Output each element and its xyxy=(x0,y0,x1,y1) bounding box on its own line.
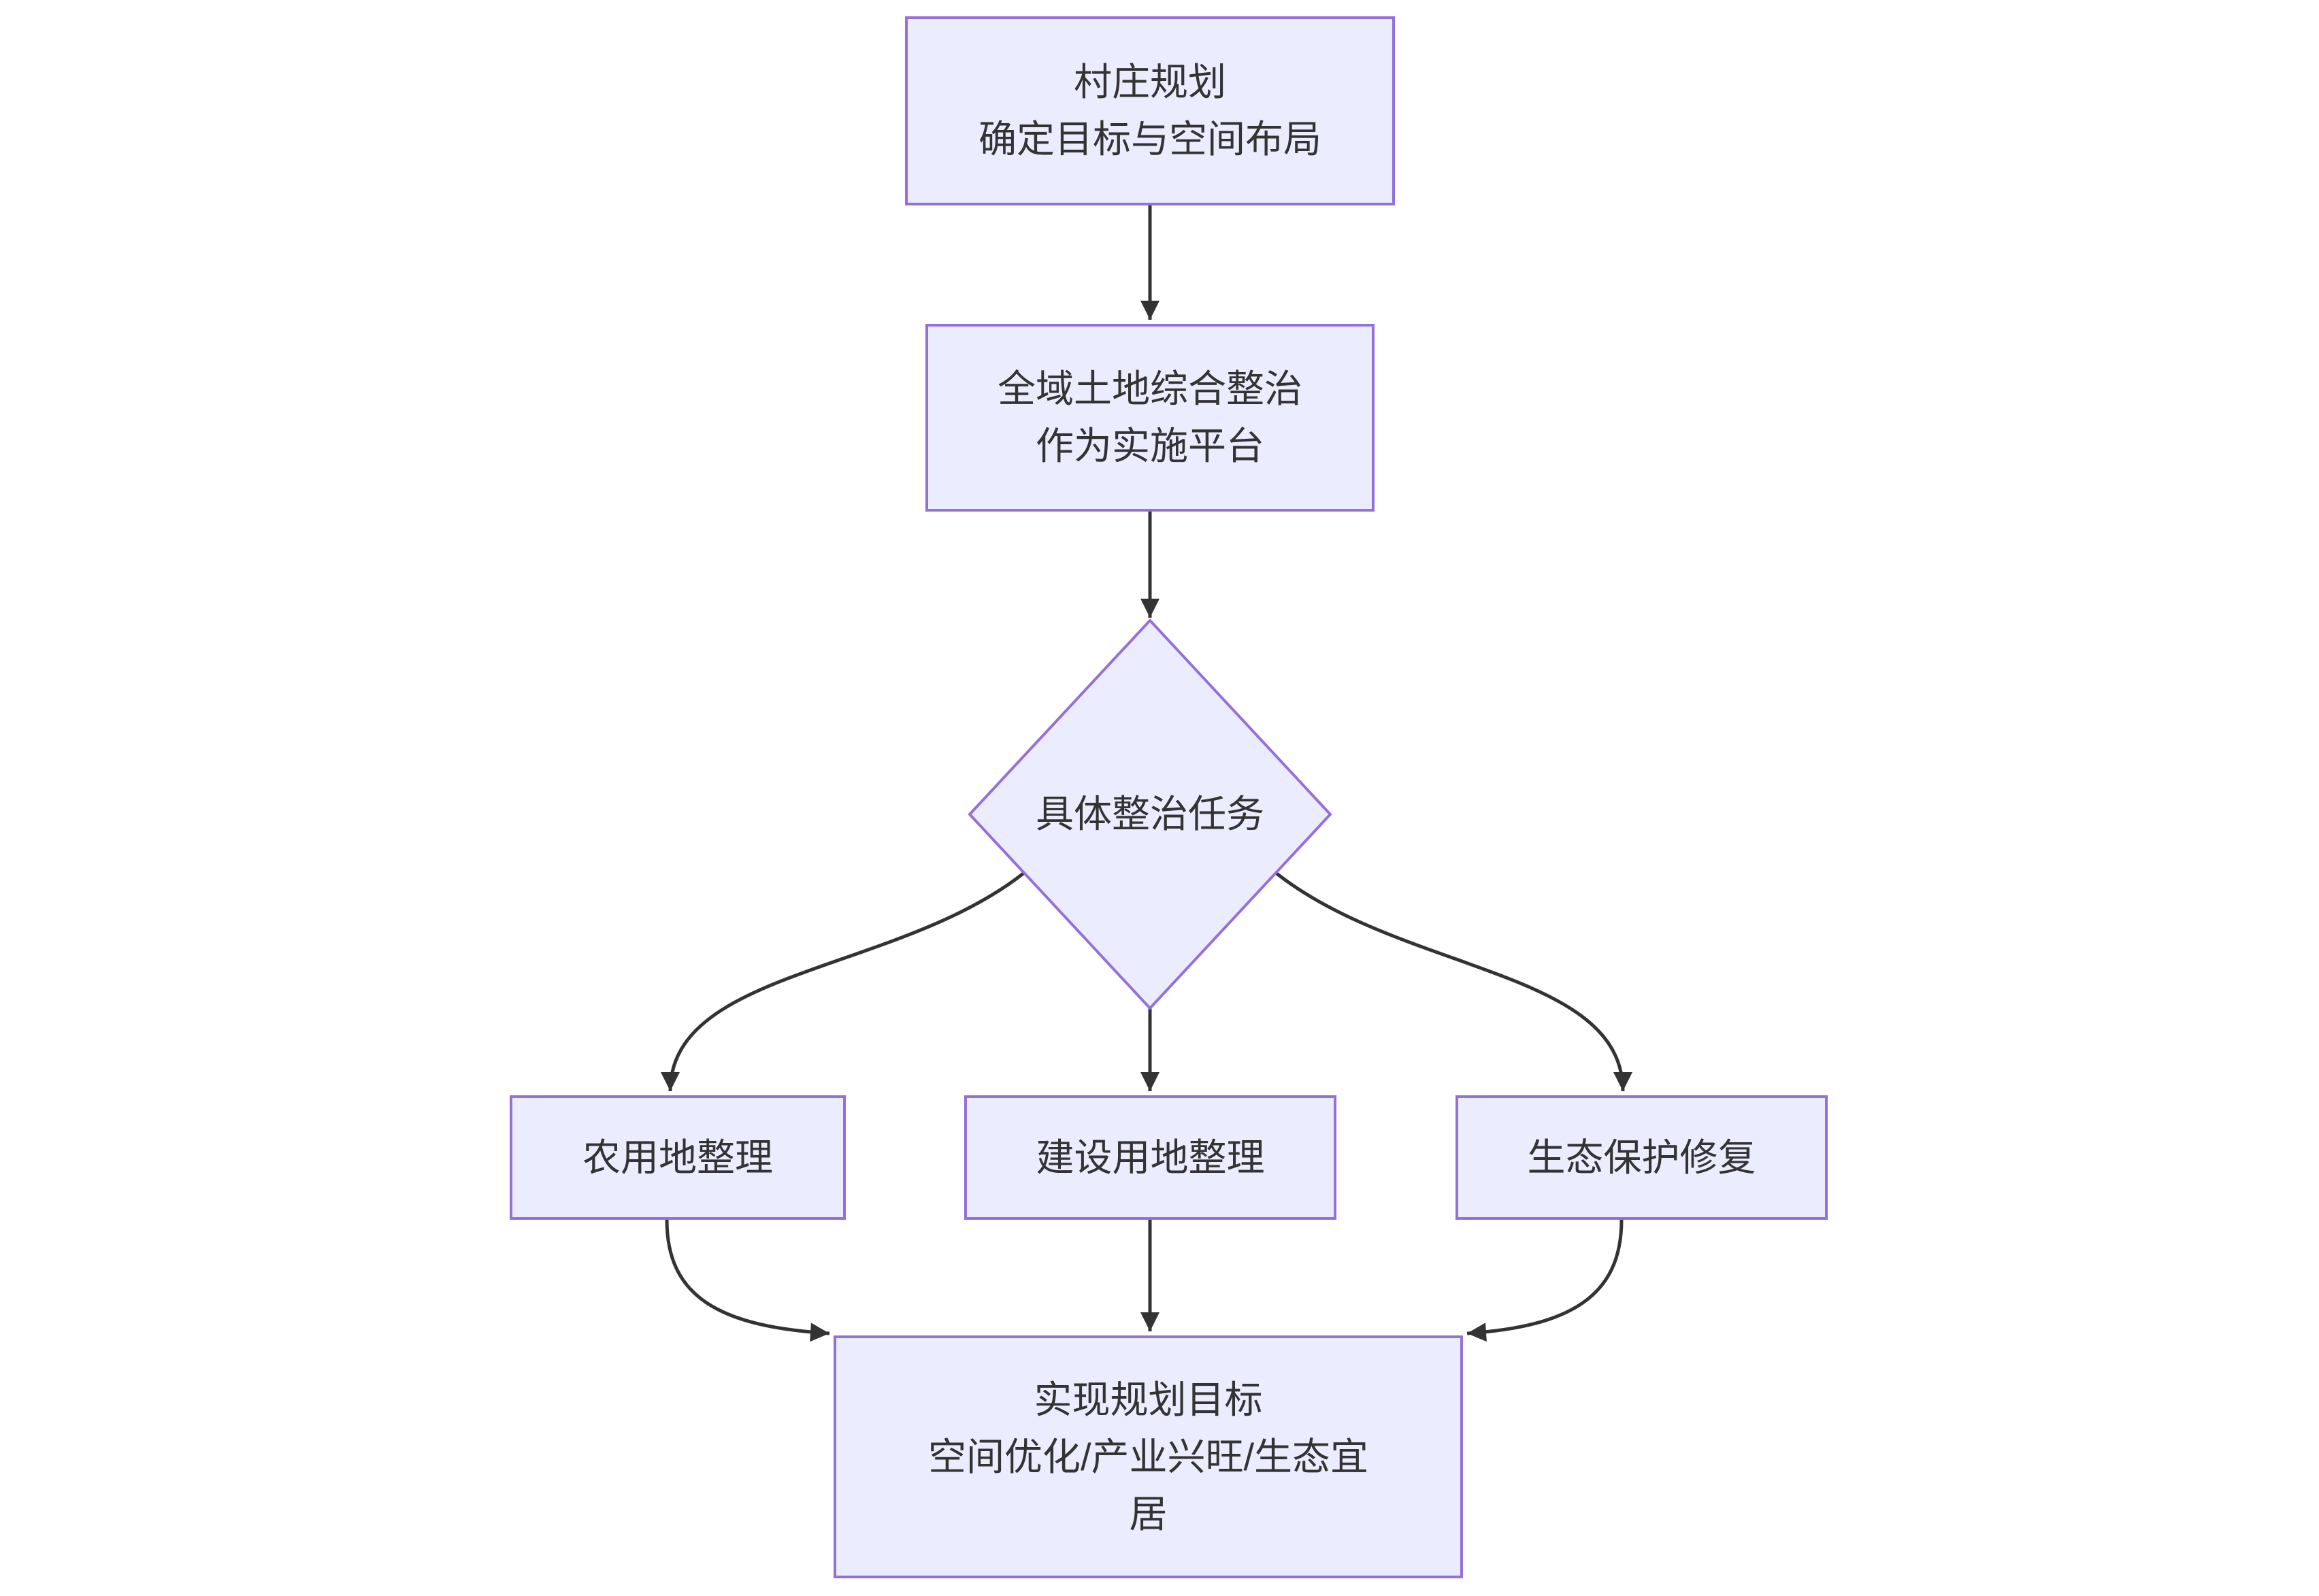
node-planning-goals-text: 实现规划目标 空间优化/产业兴旺/生态宜居 xyxy=(917,1371,1380,1543)
node-ecological-restoration-label: 生态保护修复 xyxy=(1527,1135,1756,1179)
node-task-decision-label: 具体整治任务 xyxy=(970,786,1330,843)
node-planning-goals-line2: 空间优化/产业兴旺/生态宜居 xyxy=(927,1435,1369,1535)
edge-task-to-ecological xyxy=(1274,871,1632,1092)
node-task-decision-text: 具体整治任务 xyxy=(1036,793,1264,835)
node-village-planning-line1: 村庄规划 xyxy=(1074,61,1226,103)
edge-task-to-agricultural xyxy=(661,871,1025,1092)
node-task-decision-diamond xyxy=(968,618,1332,1010)
node-village-planning-line2: 确定目标与空间布局 xyxy=(978,118,1321,161)
node-agricultural-land-label: 农用地整理 xyxy=(582,1135,773,1179)
node-planning-goals: 实现规划目标 空间优化/产业兴旺/生态宜居 xyxy=(834,1335,1463,1578)
node-construction-land-label: 建设用地整理 xyxy=(1036,1135,1265,1179)
node-ecological-restoration: 生态保护修复 xyxy=(1455,1095,1828,1220)
edge-agricultural-to-goals xyxy=(665,1219,830,1342)
node-agricultural-land: 农用地整理 xyxy=(510,1095,846,1220)
edge-ecological-to-goals xyxy=(1466,1219,1624,1342)
node-village-planning: 村庄规划 确定目标与空间布局 xyxy=(905,16,1395,205)
node-planning-goals-line1: 实现规划目标 xyxy=(1034,1378,1263,1421)
node-construction-land: 建设用地整理 xyxy=(964,1095,1336,1220)
node-land-consolidation-line2: 作为实施平台 xyxy=(1036,425,1264,467)
node-land-consolidation-line1: 全域土地综合整治 xyxy=(998,367,1302,410)
node-land-consolidation: 全域土地综合整治 作为实施平台 xyxy=(925,324,1375,512)
